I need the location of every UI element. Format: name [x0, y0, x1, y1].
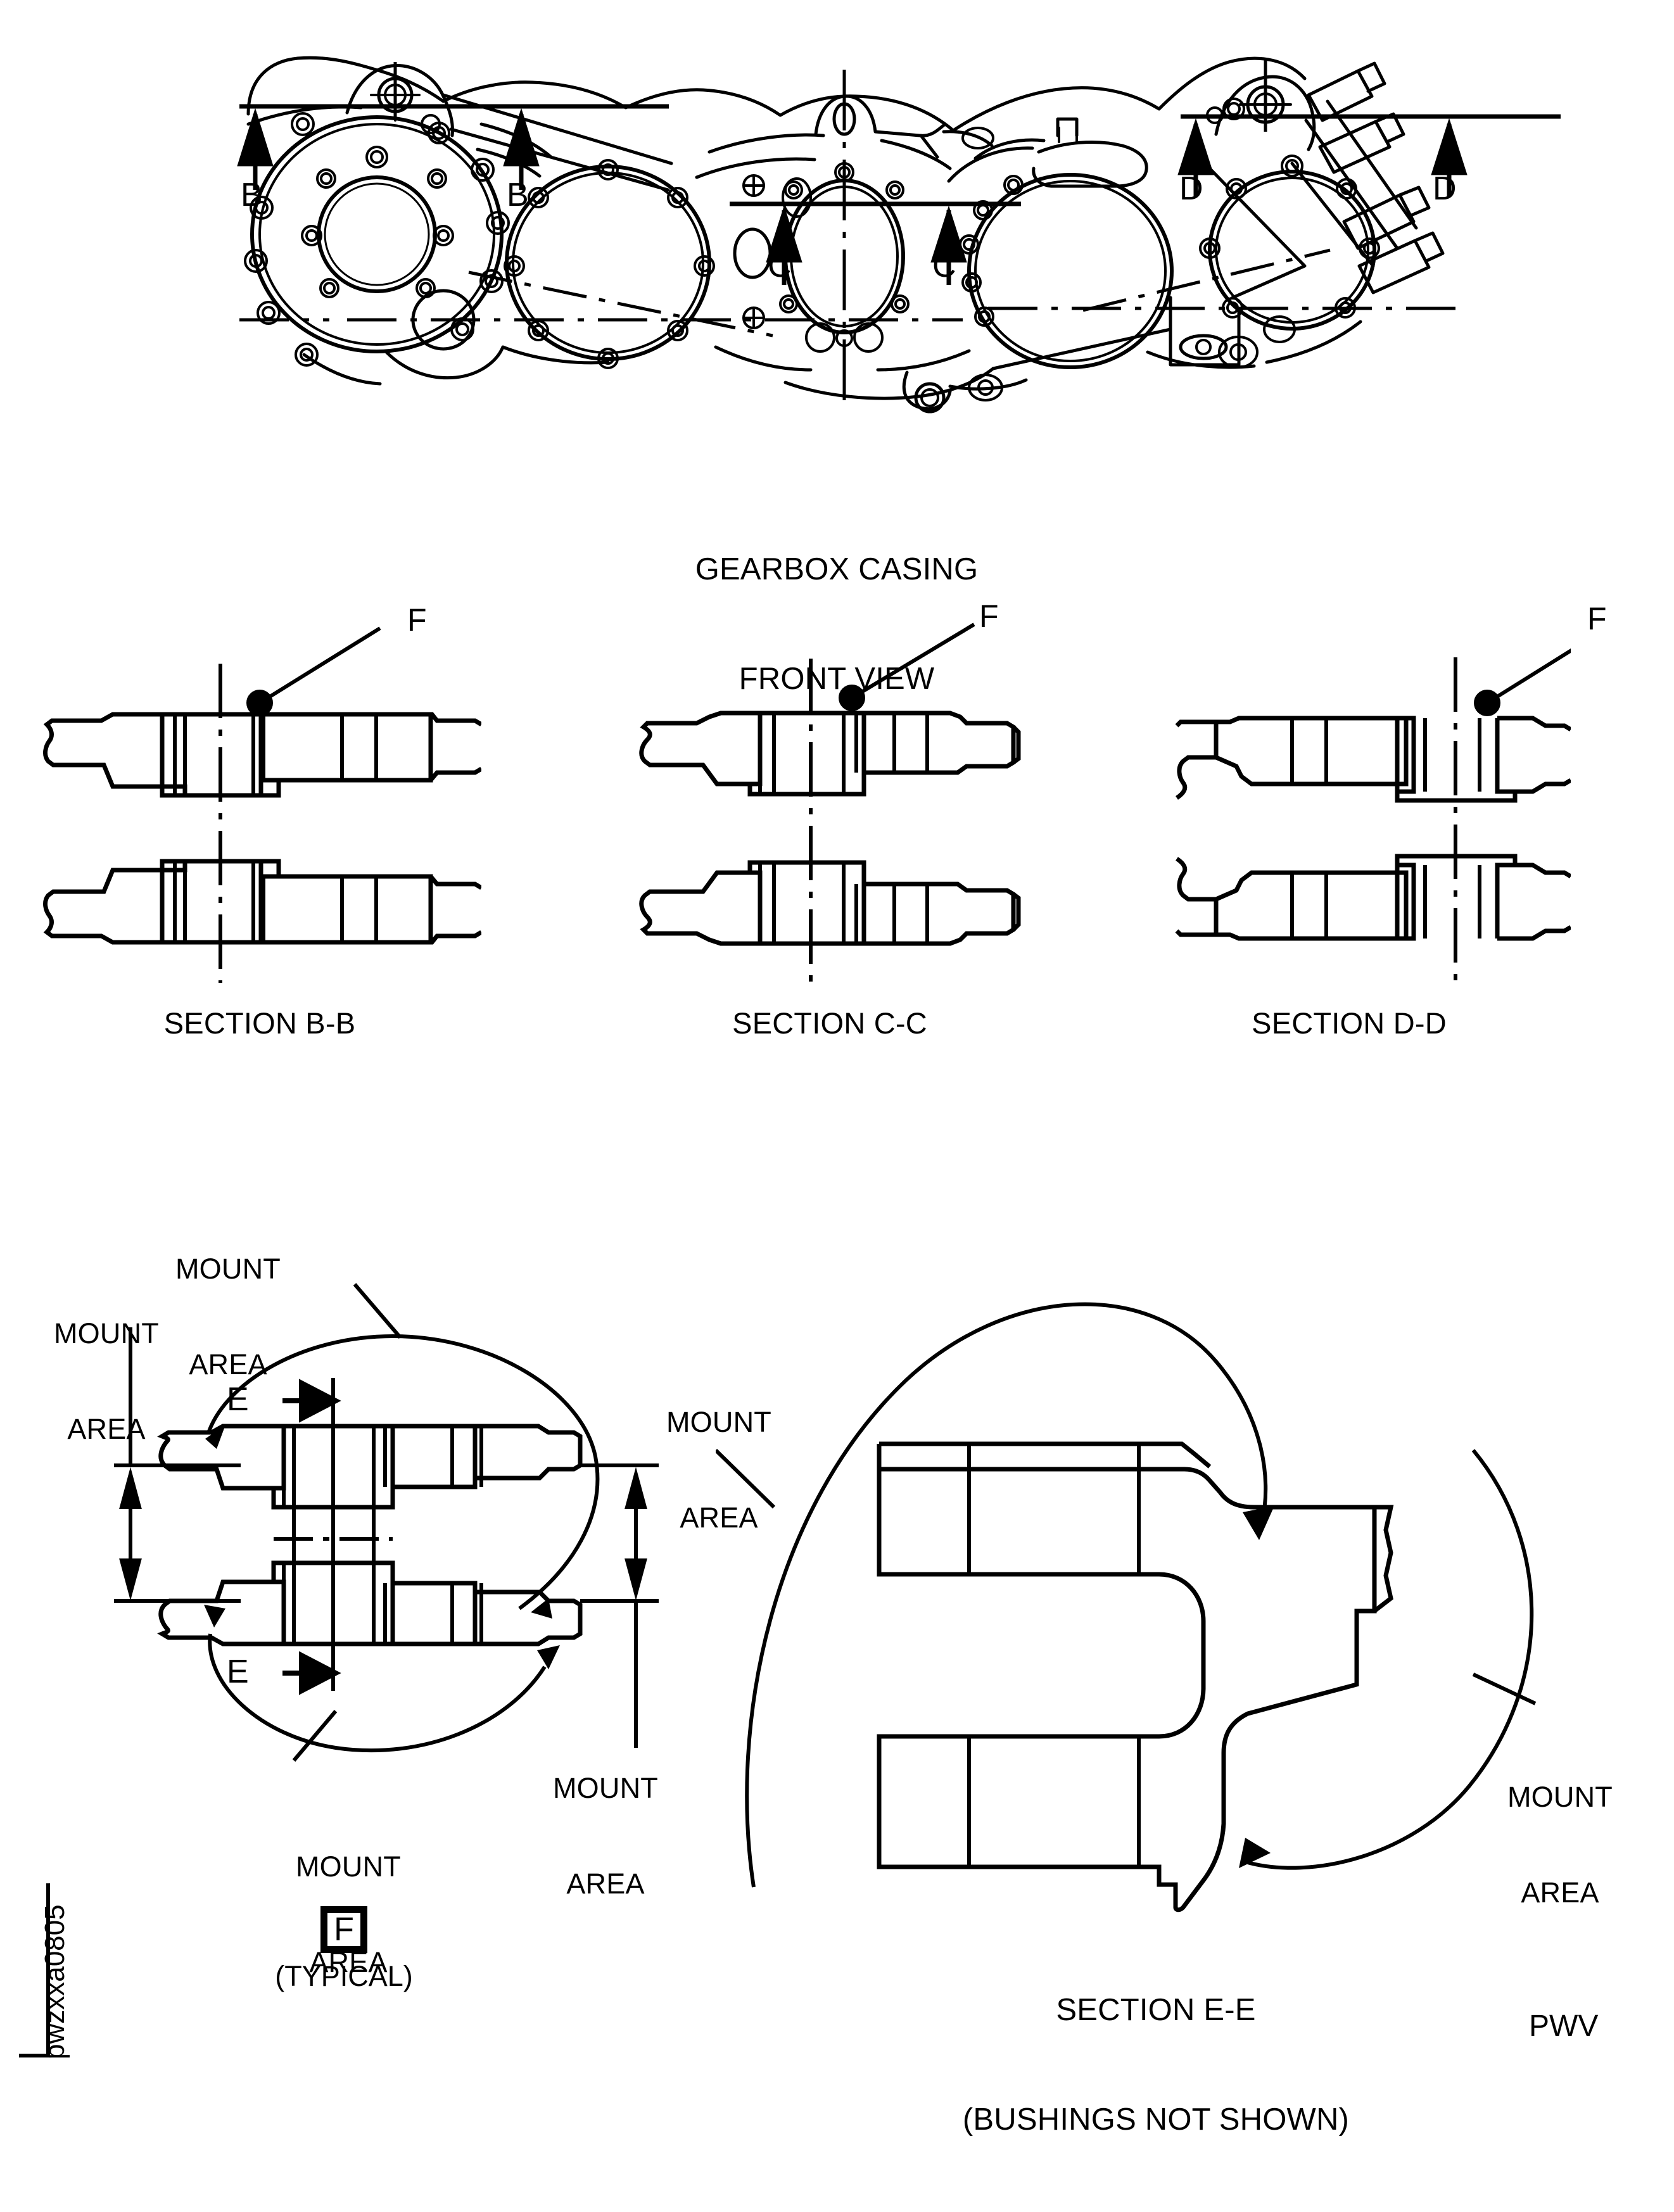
drawing-signature: PWV [1529, 2009, 1599, 2043]
front-view-title-line1: GEARBOX CASING [695, 552, 979, 586]
figure-code-bracket [19, 1883, 50, 2057]
section-mark-b-left: B [241, 177, 263, 213]
section-bb-callout-label: F [407, 602, 427, 638]
mount-area-top-line2: AREA [189, 1348, 267, 1381]
section-bb-caption: SECTION B-B [163, 1006, 356, 1040]
mount-dim-right [580, 1463, 659, 1748]
mount-area-right-line2: AREA [680, 1501, 758, 1534]
mount-area-top-line1: MOUNT [175, 1252, 281, 1285]
mount-area-br-line2: AREA [566, 1867, 645, 1900]
section-dd-callout-label: F [1587, 601, 1607, 636]
mount-area-ee-right-line1: MOUNT [1507, 1780, 1613, 1813]
mount-area-ee-right-line2: AREA [1521, 1876, 1599, 1909]
section-ee-arrowheads [1239, 1506, 1274, 1868]
section-ee-leader-curves [745, 1302, 1534, 1888]
mount-area-label-ee-right: MOUNT AREA [1481, 1717, 1639, 1973]
section-ee-caption-line2: (BUSHINGS NOT SHOWN) [962, 2102, 1350, 2137]
mount-area-bl-line1: MOUNT [296, 1850, 401, 1883]
section-cc-callout-leader [839, 623, 975, 711]
section-ee-drawing [716, 1302, 1537, 1912]
section-mark-d-left: D [1179, 170, 1203, 207]
section-ee-caption-line1: SECTION E-E [1056, 1992, 1256, 2027]
mount-area-label-right: MOUNT AREA [637, 1343, 801, 1598]
mount-area-right-line1: MOUNT [666, 1405, 771, 1438]
section-dd-callout-leader [1474, 648, 1571, 716]
flag-symbol-letter: F [334, 1911, 354, 1948]
view-arrow-e-lower [282, 1651, 341, 1695]
section-cc-drawing [639, 623, 1021, 985]
section-dd-caption: SECTION D-D [1252, 1006, 1447, 1040]
mount-area-label-left: MOUNT AREA [24, 1254, 189, 1509]
view-arrow-e-upper [282, 1379, 341, 1423]
section-mark-b-right: B [507, 177, 529, 213]
mount-area-left-line2: AREA [67, 1412, 146, 1445]
view-arrow-label-e-upper: E [227, 1381, 249, 1418]
section-bb-drawing [43, 626, 481, 983]
section-arrow-group [237, 104, 1561, 285]
mount-oval-arrowheads [204, 1425, 560, 1669]
flag-symbol-f: F [320, 1906, 367, 1953]
figure-code: pwzxxa0805 [39, 1904, 70, 2059]
view-arrow-label-e-lower: E [227, 1653, 249, 1690]
section-bb-callout-leader [246, 626, 381, 716]
section-cc-callout-label: F [979, 598, 999, 634]
drawing-sheet: B B C C D D GEARBOX CASING FRONT VIEW [19, 56, 1639, 2137]
section-mark-c-right: C [932, 248, 956, 284]
mount-area-left-line1: MOUNT [54, 1317, 159, 1349]
mount-area-label-top: MOUNT AREA [108, 1189, 348, 1444]
mount-area-br-line1: MOUNT [553, 1771, 658, 1804]
mount-detail-drawing [114, 1283, 659, 1762]
section-ee-caption: SECTION E-E (BUSHINGS NOT SHOWN) [934, 1919, 1378, 2212]
front-view-title-line2: FRONT VIEW [739, 662, 935, 697]
front-view-title: GEARBOX CASING FRONT VIEW [583, 478, 1090, 771]
mount-leader-lines [292, 1283, 402, 1762]
mount-area-label-bottom-right: MOUNT AREA [523, 1709, 688, 1964]
front-view-drawing [237, 56, 1561, 414]
mount-oval-upper [207, 1334, 600, 1610]
section-mark-d-right: D [1433, 170, 1457, 207]
mount-dim-left [114, 1327, 241, 1603]
section-ee-leader-left [716, 1448, 776, 1509]
mount-oval-lower [208, 1633, 547, 1753]
section-ee-leader-right [1472, 1672, 1537, 1705]
section-mark-c-left: C [768, 248, 792, 284]
section-dd-drawing [1175, 648, 1571, 988]
section-cc-caption: SECTION C-C [732, 1006, 927, 1040]
flag-symbol-note: (TYPICAL) [275, 1960, 413, 1992]
